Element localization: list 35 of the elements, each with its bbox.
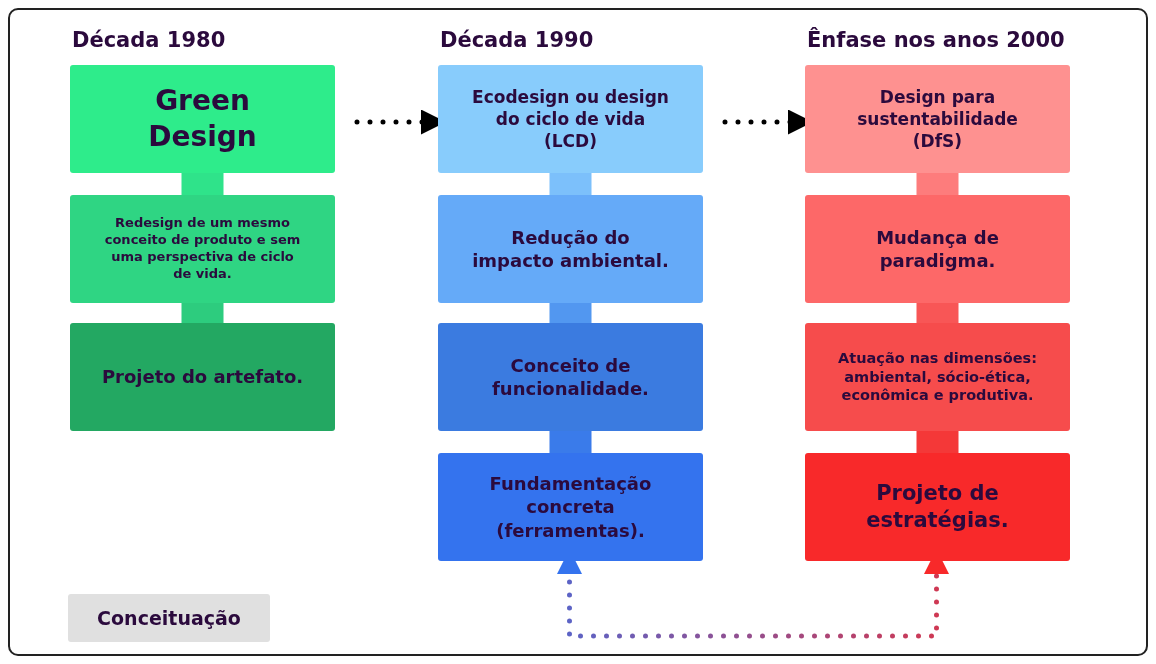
box-text: Projeto de estratégias.	[865, 479, 1010, 534]
box-text: Ecodesign ou design do ciclo de vida (LCD)	[471, 85, 670, 153]
process-box	[805, 453, 1070, 561]
box-text: Fundamentação concreta (ferramentas).	[488, 471, 653, 543]
column-heading: Ênfase nos anos 2000	[807, 28, 1065, 52]
process-box	[438, 195, 703, 303]
process-box	[438, 323, 703, 431]
box-text: Redesign de um mesmo conceito de produto e sem uma perspectiva de ciclo de vida.	[103, 215, 302, 283]
connector-bar	[181, 303, 224, 323]
process-box	[805, 323, 1070, 431]
connector-bar	[181, 173, 224, 195]
connector-bar	[549, 303, 592, 323]
process-box	[805, 195, 1070, 303]
connector-bar	[549, 431, 592, 453]
column-heading: Década 1980	[72, 28, 226, 52]
process-box	[70, 323, 335, 431]
connector-bar	[916, 173, 959, 195]
process-box	[70, 195, 335, 303]
process-box	[438, 453, 703, 561]
box-text: Design para sustentabilidade (DfS)	[856, 85, 1019, 153]
box-text: Projeto do artefato.	[101, 365, 304, 389]
box-text: Conceito de funcionalidade.	[491, 353, 650, 401]
tag-box	[68, 594, 270, 642]
process-box	[70, 65, 335, 173]
process-box	[438, 65, 703, 173]
box-text: Green Design	[147, 82, 258, 155]
connector-bar	[916, 303, 959, 323]
process-box	[805, 65, 1070, 173]
box-text: Conceituação	[97, 605, 241, 631]
connector-bar	[916, 431, 959, 453]
box-text: Mudança de paradigma.	[875, 225, 1000, 273]
box-text: Redução do impacto ambiental.	[471, 225, 670, 273]
connector-bar	[549, 173, 592, 195]
column-heading: Década 1990	[440, 28, 594, 52]
box-text: Atuação nas dimensões: ambiental, sócio-ética, econômica e produtiva.	[837, 348, 1038, 406]
